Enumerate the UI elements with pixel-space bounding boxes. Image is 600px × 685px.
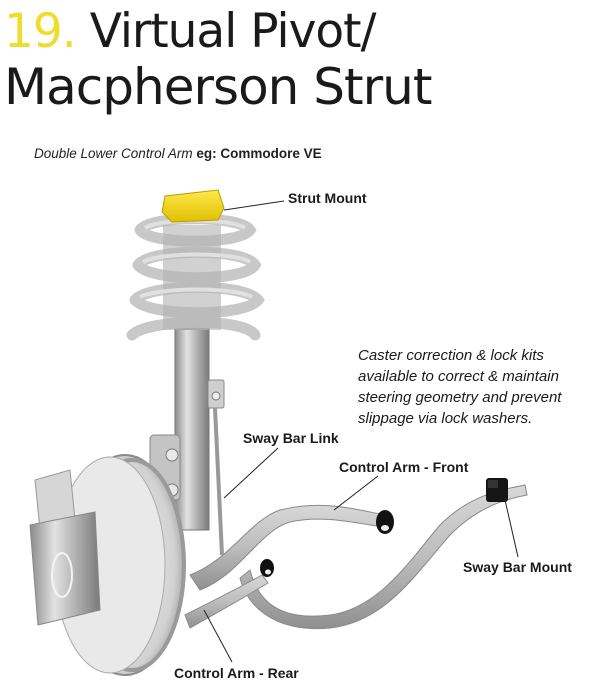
label-strut-mount: Strut Mount: [288, 190, 367, 206]
note-line: steering geometry and prevent: [358, 389, 562, 406]
wheel-hub: [29, 511, 101, 626]
label-control-arm-rear: Control Arm - Rear: [174, 665, 299, 681]
subtitle: Double Lower Control Arm eg: Commodore V…: [34, 146, 322, 161]
front-arm-bushing: [376, 510, 394, 534]
sway-bar-link-shape: [207, 379, 225, 556]
note-line: available to correct & maintain: [358, 368, 559, 385]
sway-bar-shape: [239, 484, 528, 630]
label-sway-bar-mount: Sway Bar Mount: [463, 559, 572, 575]
example-vehicle: Commodore VE: [220, 146, 322, 161]
caster-correction-note: Caster correction & lock kits available …: [358, 345, 561, 429]
note-line: Caster correction & lock kits: [358, 347, 544, 364]
leader-lines: [203, 200, 519, 663]
page-title-line-2: Macpherson Strut: [4, 58, 432, 116]
brake-disc: [54, 454, 186, 676]
strut-mount-shape: [161, 189, 225, 223]
title-text-1: Virtual Pivot/: [89, 4, 377, 59]
eg-label: eg:: [196, 146, 217, 161]
page-title-line-1: 19. Virtual Pivot/: [4, 8, 376, 55]
bump-stop: [163, 225, 221, 330]
note-line: slippage via lock washers.: [358, 410, 533, 427]
section-number: 19.: [4, 4, 77, 59]
rear-arm-bushing: [260, 559, 274, 577]
label-control-arm-front: Control Arm - Front: [339, 459, 469, 475]
strut-body: [174, 320, 210, 531]
label-sway-bar-link: Sway Bar Link: [243, 430, 339, 446]
control-arm-rear-shape: [184, 574, 269, 629]
sway-bar-mount-bushing: [486, 478, 508, 502]
suspension-type: Double Lower Control Arm: [34, 146, 193, 161]
